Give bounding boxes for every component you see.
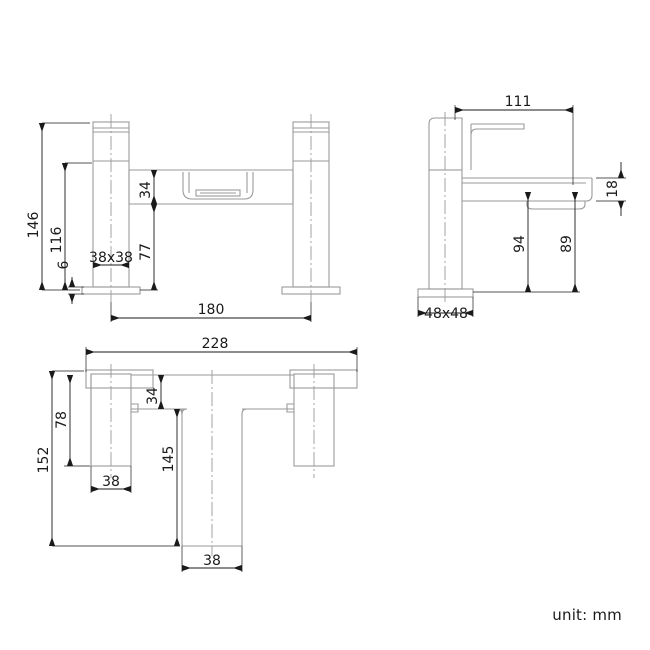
side-dimension-labels: 111 18 94 89 48x48 — [424, 94, 621, 322]
dim-38-spout: 38 — [203, 553, 221, 569]
dim-18: 18 — [605, 180, 621, 198]
plan-dimensions — [48, 347, 358, 572]
dim-152: 152 — [36, 447, 52, 474]
dim-34-plan: 34 — [145, 387, 161, 405]
plan-dimension-labels: 228 152 78 34 145 38 38 — [36, 336, 228, 569]
side-elevation-geometry — [417, 117, 593, 298]
dim-38x38: 38x38 — [89, 250, 133, 266]
dim-228: 228 — [202, 336, 229, 352]
dim-94: 94 — [512, 235, 528, 253]
dim-78: 78 — [54, 411, 70, 429]
dim-89: 89 — [559, 235, 575, 253]
side-dimensions — [417, 105, 626, 317]
dim-180: 180 — [198, 302, 225, 318]
plan-centre-lines — [110, 364, 315, 556]
dim-6: 6 — [56, 260, 72, 269]
front-elevation-geometry — [81, 121, 341, 295]
front-dimensions — [38, 122, 312, 322]
dim-38-handle: 38 — [102, 474, 120, 490]
front-dimension-labels: 146 116 6 34 77 38x38 180 — [26, 181, 224, 318]
unit-note: unit: mm — [552, 606, 622, 624]
dim-77: 77 — [138, 243, 154, 261]
dim-111: 111 — [505, 94, 532, 110]
dim-145: 145 — [161, 446, 177, 473]
dim-116: 116 — [49, 227, 65, 254]
front-centre-lines — [110, 114, 312, 302]
dim-34-front: 34 — [138, 181, 154, 199]
dim-48x48: 48x48 — [424, 306, 468, 322]
dim-146: 146 — [26, 212, 42, 239]
plan-view-geometry — [85, 369, 358, 547]
